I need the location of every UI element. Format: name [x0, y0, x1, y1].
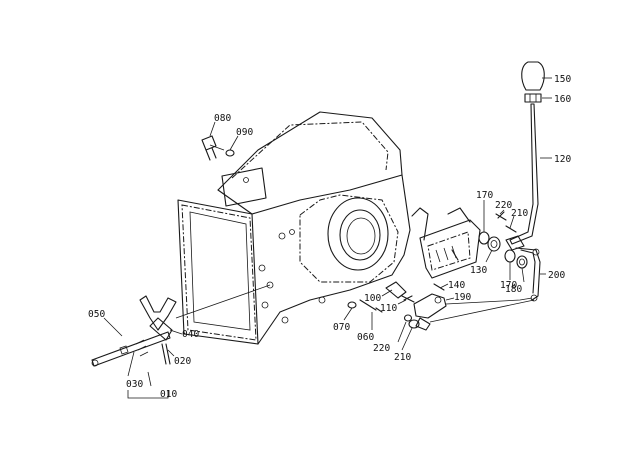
- part-190-shift-arm: [413, 293, 447, 331]
- leader-lines: [103, 77, 552, 387]
- label-150: 150: [554, 74, 571, 85]
- label-190: 190: [454, 292, 471, 303]
- part-220-washer-lower: [403, 314, 413, 322]
- label-040: 040: [182, 329, 199, 340]
- assembly-bracket: [127, 390, 169, 399]
- part-170-bushing-lower: [504, 249, 516, 263]
- part-110-pin: [401, 295, 415, 303]
- rear-bearing-bore: [327, 197, 389, 271]
- label-210-upper: 210: [511, 208, 528, 219]
- label-020: 020: [174, 356, 191, 367]
- part-140-pin: [433, 283, 445, 291]
- part-120-shift-lever: [505, 103, 539, 251]
- label-210-lower: 210: [394, 352, 411, 363]
- label-120: 120: [554, 154, 571, 165]
- label-140: 140: [448, 280, 465, 291]
- label-170-upper: 170: [476, 190, 493, 201]
- part-080-bolt: [201, 135, 225, 161]
- part-150-knob: [521, 61, 545, 91]
- part-170-bushing-upper: [478, 231, 490, 245]
- label-200: 200: [548, 270, 565, 281]
- label-060: 060: [357, 332, 374, 343]
- label-220-upper: 220: [495, 200, 512, 211]
- label-170-lower: 170: [500, 280, 517, 291]
- part-100-lever: [385, 281, 407, 299]
- shift-fork-assembly: [91, 295, 177, 367]
- part-090-washer: [225, 149, 235, 157]
- transmission-housing: [177, 111, 411, 345]
- label-030: 030: [126, 379, 143, 390]
- label-050: 050: [88, 309, 105, 320]
- label-070: 070: [333, 322, 350, 333]
- label-180: 180: [505, 284, 522, 295]
- label-110: 110: [380, 303, 397, 314]
- part-220-washer-upper: [495, 211, 507, 221]
- label-100: 100: [364, 293, 381, 304]
- part-060-bolt: [359, 299, 383, 313]
- label-010: 010: [160, 389, 177, 400]
- part-130-collar: [487, 236, 501, 252]
- label-080: 080: [214, 113, 231, 124]
- label-090: 090: [236, 127, 253, 138]
- label-220-lower: 220: [373, 343, 390, 354]
- part-160-nut: [524, 93, 542, 103]
- shift-bracket-unit: [411, 207, 481, 279]
- part-070-washer: [347, 301, 357, 309]
- part-210-washer-lower: [408, 319, 420, 329]
- label-130: 130: [470, 265, 487, 276]
- part-180-washer: [516, 255, 528, 269]
- part-labels: 050 040 020 030 010 080 090 070 060 100 …: [88, 74, 571, 400]
- part-210-pin-upper: [505, 225, 517, 233]
- label-160: 160: [554, 94, 571, 105]
